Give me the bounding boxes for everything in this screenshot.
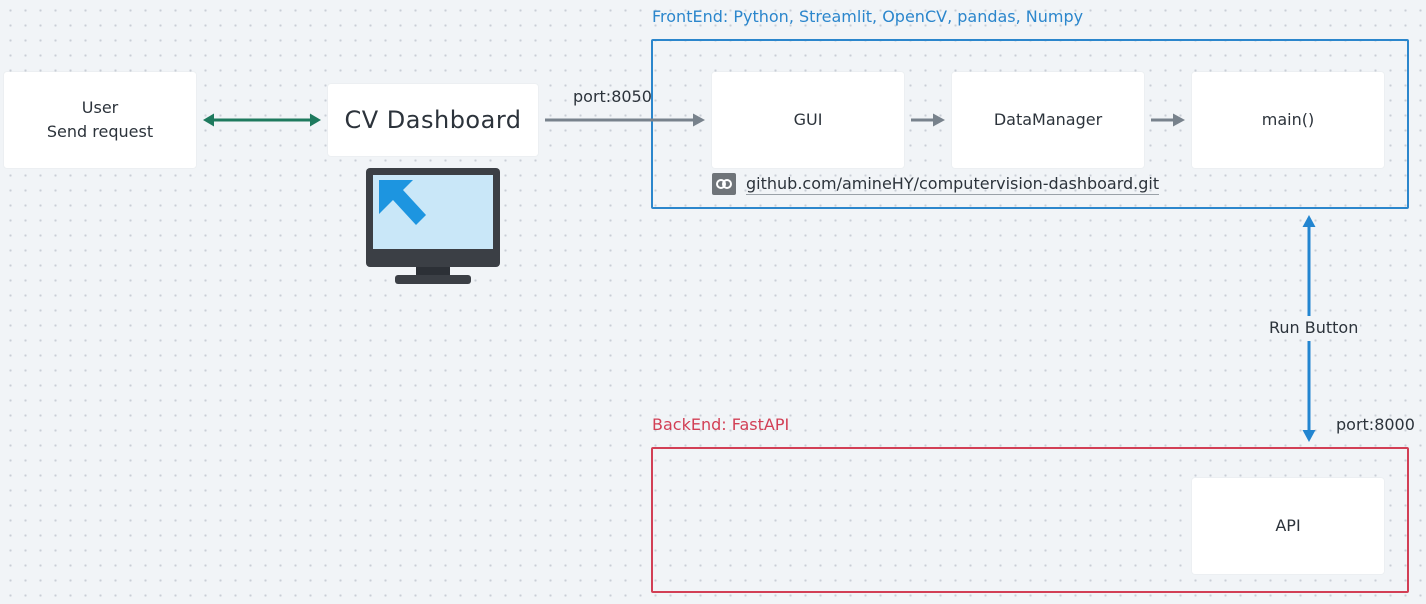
datamanager-node[interactable]: DataManager xyxy=(952,72,1144,168)
datamanager-main-edge xyxy=(1151,113,1185,127)
run-button-label: Run Button xyxy=(1267,318,1361,337)
user-dashboard-edge xyxy=(203,113,321,127)
dashboard-label: CV Dashboard xyxy=(344,106,522,134)
gui-label: GUI xyxy=(793,110,823,129)
backend-group xyxy=(651,447,1409,593)
user-label: User xyxy=(81,98,119,117)
monitor-cursor-icon xyxy=(366,168,500,284)
frontend-group-title: FrontEnd: Python, Streamlit, OpenCV, pan… xyxy=(652,7,1084,26)
api-node[interactable]: API xyxy=(1192,478,1384,574)
run-button-edge xyxy=(1302,215,1316,442)
frontend-group xyxy=(651,39,1409,209)
dashboard-node[interactable]: CV Dashboard xyxy=(328,84,538,156)
repo-link[interactable]: github.com/amineHY/computervision-dashbo… xyxy=(712,173,1160,195)
main-label: main() xyxy=(1261,110,1315,129)
link-icon xyxy=(712,173,736,195)
main-node[interactable]: main() xyxy=(1192,72,1384,168)
port-8000-label: port:8000 xyxy=(1336,415,1415,434)
backend-group-title: BackEnd: FastAPI xyxy=(652,415,790,434)
gui-node[interactable]: GUI xyxy=(712,72,904,168)
user-sublabel: Send request xyxy=(46,122,154,141)
datamanager-label: DataManager xyxy=(993,110,1103,129)
gui-datamanager-edge xyxy=(911,113,945,127)
port-8050-label: port:8050 xyxy=(573,87,652,106)
dashboard-gui-edge xyxy=(545,113,705,127)
api-label: API xyxy=(1275,516,1301,535)
user-node[interactable]: User Send request xyxy=(4,72,196,168)
repo-link-text[interactable]: github.com/amineHY/computervision-dashbo… xyxy=(746,173,1160,195)
